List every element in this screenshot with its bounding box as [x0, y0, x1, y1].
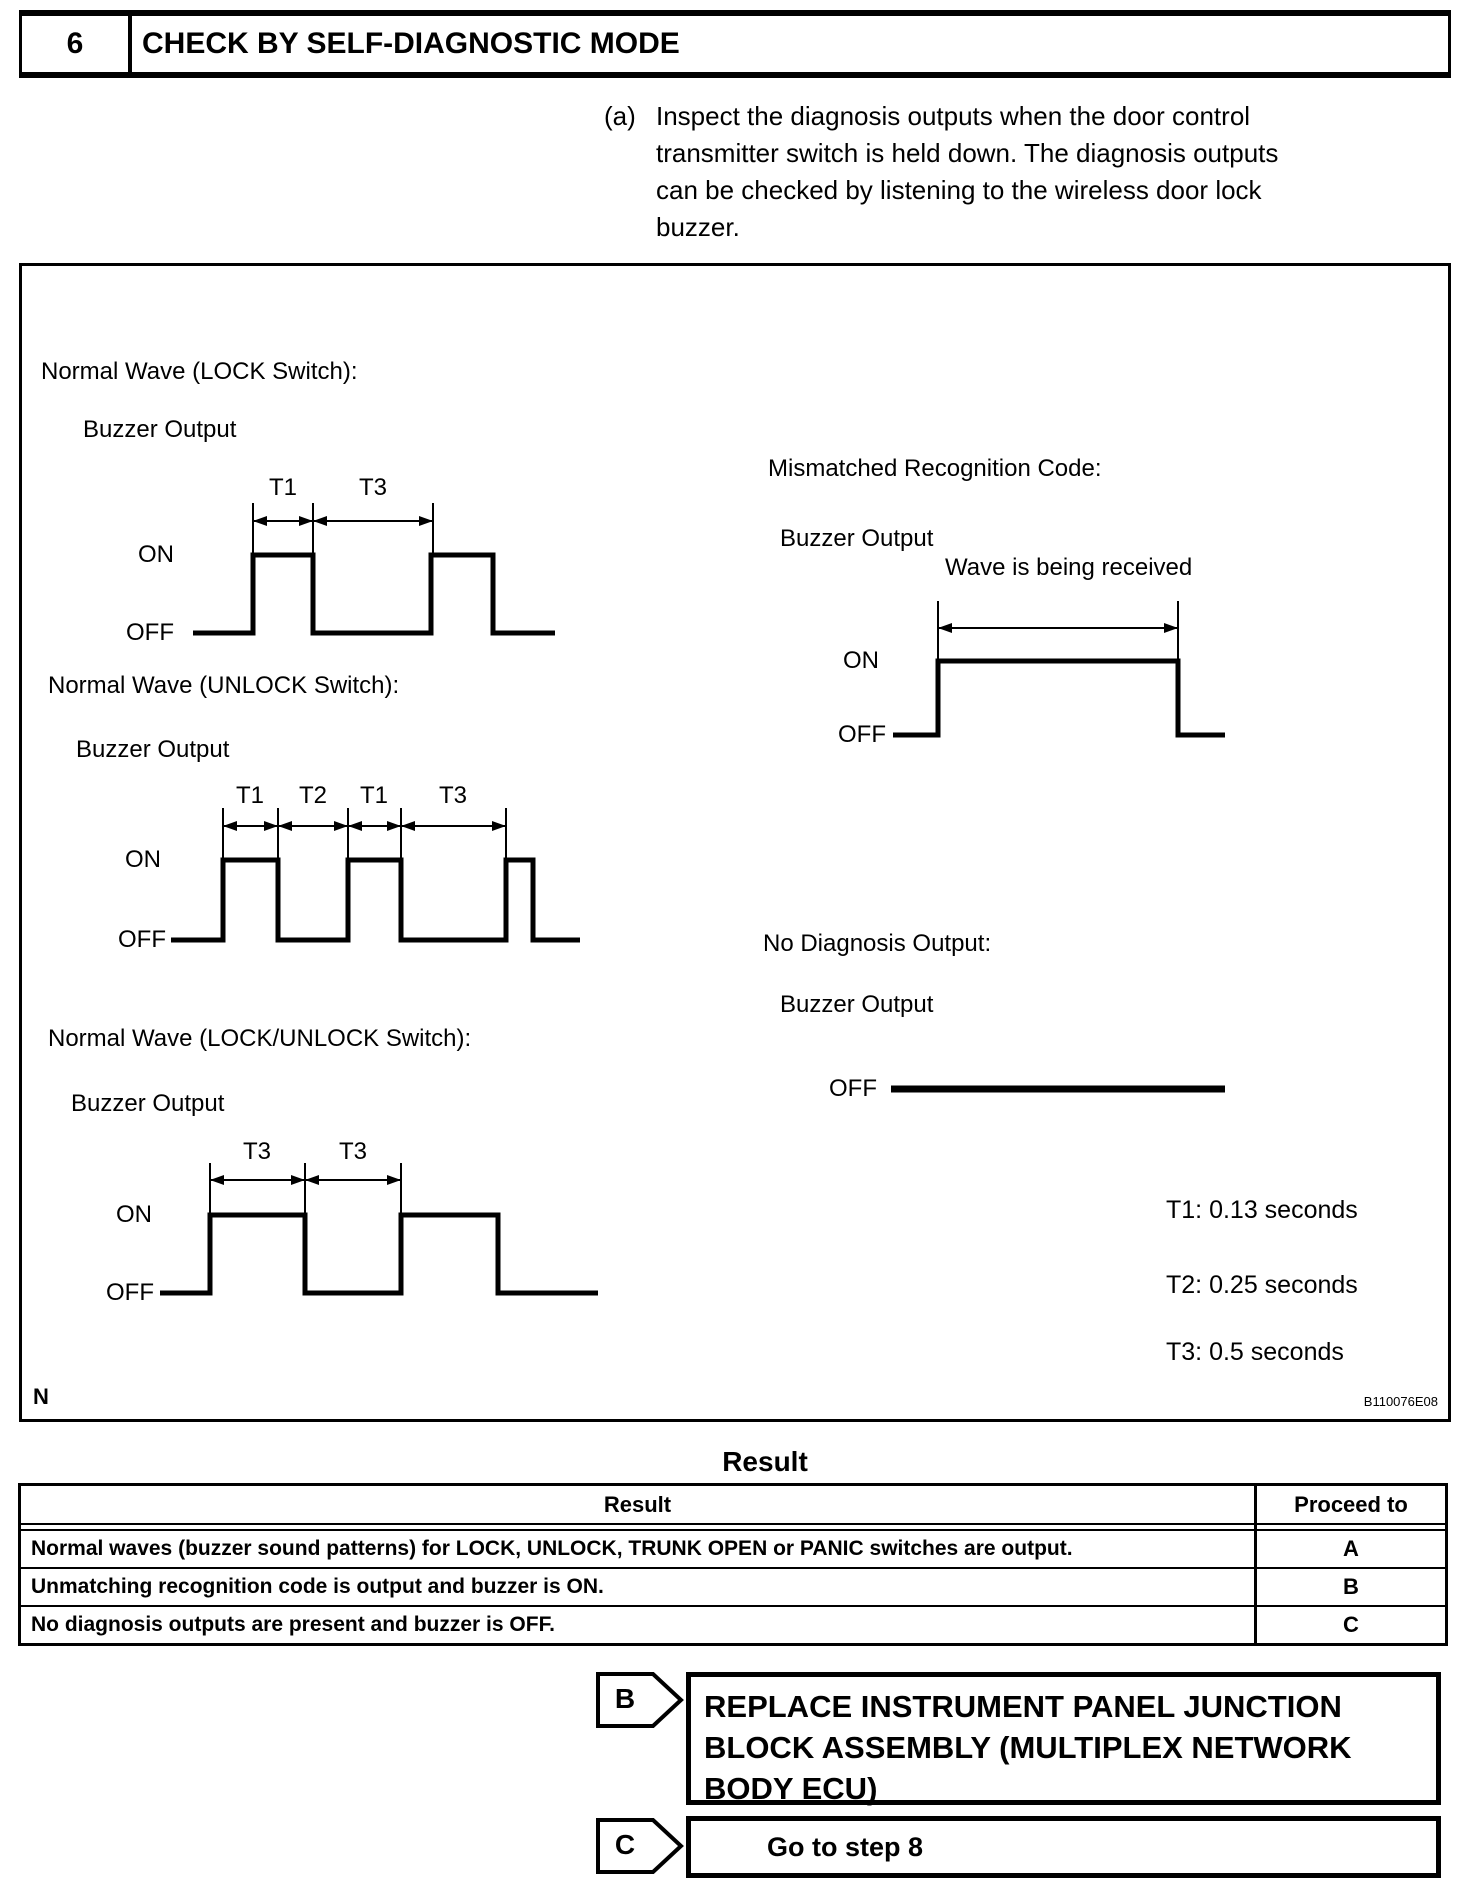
- pentagon-arrow-shape: [596, 1672, 684, 1728]
- interval-label-t3: T3: [242, 1138, 271, 1165]
- result-table-header-row: Result Proceed to: [21, 1486, 1445, 1523]
- instruction-marker: (a): [604, 101, 636, 131]
- timing-t3: T3: 0.5 seconds: [1166, 1338, 1344, 1366]
- result-cell: Unmatching recognition code is output an…: [31, 1575, 604, 1598]
- panel-no-diagnosis-title: No Diagnosis Output:: [763, 930, 992, 957]
- result-table-double-rule: [21, 1523, 1445, 1531]
- result-cell: No diagnosis outputs are present and buz…: [31, 1613, 555, 1636]
- interval-label-t1: T1: [235, 782, 264, 809]
- action-c-text: Go to step 8: [767, 1832, 924, 1862]
- instruction-line: Inspect the diagnosis outputs when the d…: [656, 101, 1251, 131]
- step-header: 6 CHECK BY SELF-DIAGNOSTIC MODE: [19, 10, 1451, 78]
- result-heading: Result: [722, 1446, 808, 1477]
- table-row: Normal waves (buzzer sound patterns) for…: [21, 1531, 1445, 1567]
- proceed-to-cell: C: [1254, 1607, 1445, 1643]
- figure-note-letter: N: [33, 1384, 49, 1409]
- waveform-figure: Normal Wave (LOCK Switch): Buzzer Output…: [19, 263, 1451, 1422]
- timing-t2: T2: 0.25 seconds: [1166, 1271, 1358, 1299]
- panel-lock-unlock-title: Normal Wave (LOCK/UNLOCK Switch):: [48, 1025, 472, 1052]
- interval-label-t3: T3: [358, 474, 387, 501]
- interval-label-t1: T1: [359, 782, 388, 809]
- panel-lock-signal-label: Buzzer Output: [83, 416, 237, 443]
- result-table: Result Proceed to Normal waves (buzzer s…: [18, 1483, 1448, 1646]
- figure-code: B110076E08: [1363, 1394, 1438, 1409]
- table-row: No diagnosis outputs are present and buz…: [21, 1605, 1445, 1643]
- interval-label-t2: T2: [298, 782, 327, 809]
- panel-mismatched-signal-label: Buzzer Output: [780, 525, 934, 552]
- action-b-line: BODY ECU): [704, 1771, 878, 1806]
- result-table-body: Normal waves (buzzer sound patterns) for…: [21, 1531, 1445, 1643]
- timing-t1: T1: 0.13 seconds: [1166, 1196, 1358, 1224]
- action-b-line: REPLACE INSTRUMENT PANEL JUNCTION: [704, 1689, 1342, 1724]
- proceed-to-cell: A: [1254, 1531, 1445, 1567]
- panel-lock-title: Normal Wave (LOCK Switch):: [41, 358, 358, 385]
- action-b-pentagon: B: [596, 1672, 684, 1733]
- panel-mismatched-annotation: Wave is being received: [945, 554, 1193, 581]
- result-cell: Normal waves (buzzer sound patterns) for…: [31, 1537, 1073, 1560]
- panel-no-diagnosis-signal-label: Buzzer Output: [780, 991, 934, 1018]
- proceed-to-cell: B: [1254, 1569, 1445, 1605]
- step-title: CHECK BY SELF-DIAGNOSTIC MODE: [142, 27, 680, 60]
- panel-lock-on-label: ON: [138, 541, 174, 568]
- panel-mismatched-on-label: ON: [843, 647, 879, 674]
- waveform-diagram-lines: [160, 503, 1225, 1296]
- instruction-line: buzzer.: [656, 212, 740, 242]
- panel-mismatched-title: Mismatched Recognition Code:: [768, 455, 1102, 482]
- step-number: 6: [22, 16, 132, 72]
- action-c-pentagon: C: [596, 1818, 684, 1879]
- instruction-line: can be checked by listening to the wirel…: [656, 175, 1262, 205]
- instruction-paragraph: (a) Inspect the diagnosis outputs when t…: [604, 98, 1278, 246]
- panel-lock-off-label: OFF: [126, 619, 174, 646]
- table-row: Unmatching recognition code is output an…: [21, 1567, 1445, 1605]
- panel-lock-unlock-off-label: OFF: [106, 1279, 154, 1306]
- instruction-line: transmitter switch is held down. The dia…: [656, 138, 1279, 168]
- panel-unlock-title: Normal Wave (UNLOCK Switch):: [48, 672, 400, 699]
- pentagon-arrow-shape: [596, 1818, 684, 1874]
- panel-lock-unlock-signal-label: Buzzer Output: [71, 1090, 225, 1117]
- panel-unlock-signal-label: Buzzer Output: [76, 736, 230, 763]
- action-c-box: Go to step 8: [686, 1816, 1441, 1878]
- interval-label-t1: T1: [268, 474, 297, 501]
- action-b-line: BLOCK ASSEMBLY (MULTIPLEX NETWORK: [704, 1730, 1352, 1765]
- instruction-text: Inspect the diagnosis outputs when the d…: [656, 98, 1278, 246]
- panel-lock-unlock-on-label: ON: [116, 1201, 152, 1228]
- result-table-header-result: Result: [603, 1491, 672, 1517]
- panel-mismatched-off-label: OFF: [838, 721, 886, 748]
- panel-unlock-on-label: ON: [125, 846, 161, 873]
- action-c-letter: C: [614, 1829, 636, 1860]
- panel-unlock-off-label: OFF: [118, 926, 166, 953]
- action-b-letter: B: [614, 1683, 636, 1714]
- action-b-box: REPLACE INSTRUMENT PANEL JUNCTION BLOCK …: [686, 1672, 1441, 1806]
- interval-label-t3: T3: [438, 782, 467, 809]
- result-table-header-proceed-to: Proceed to: [1254, 1486, 1445, 1523]
- interval-label-t3: T3: [338, 1138, 367, 1165]
- panel-no-diagnosis-off-label: OFF: [829, 1075, 877, 1102]
